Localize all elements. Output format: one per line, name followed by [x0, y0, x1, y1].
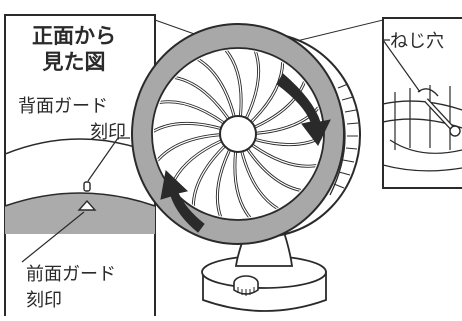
screw-hole-label: ねじ穴	[390, 31, 444, 52]
rear-guard-label: 背面ガード	[18, 96, 108, 117]
counterclockwise-arrow	[160, 169, 205, 233]
rear-guard-mark	[83, 181, 91, 192]
front-guard-label: 前面ガード	[26, 264, 116, 285]
dial-knob	[233, 275, 259, 296]
front-guard-mark-label: 刻印	[26, 290, 62, 311]
rear-guard-mark-label: 刻印	[90, 122, 126, 143]
clockwise-arrow	[276, 73, 331, 146]
front-guard-mark	[77, 199, 97, 211]
front-guard-band	[5, 193, 155, 234]
inset-title-line2: 見た図	[42, 50, 106, 74]
screw-icon	[424, 98, 461, 137]
screw-hole-inset	[381, 17, 462, 189]
center-cap	[219, 115, 257, 153]
inset-title-line1: 正面から	[32, 24, 116, 48]
